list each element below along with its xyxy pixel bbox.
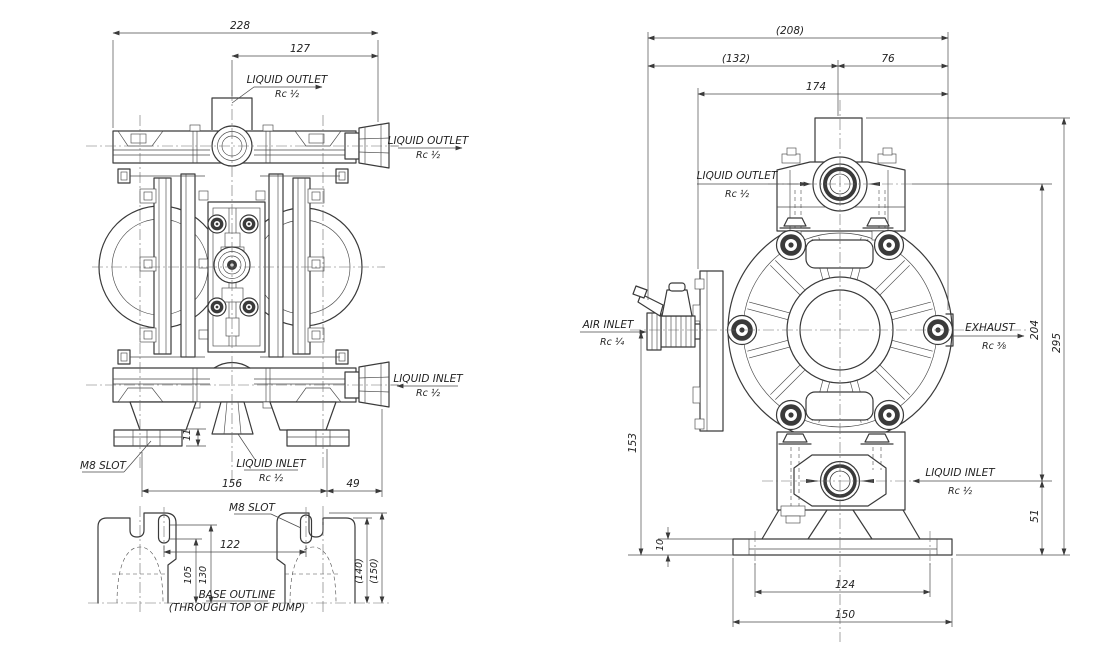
label-exhaust-2: Rc ⅜ bbox=[982, 341, 1007, 352]
base-outline-caption-2: (THROUGH TOP OF PUMP) bbox=[169, 602, 306, 614]
label-inlet-side-2: Rc ½ bbox=[416, 388, 441, 399]
side-view-body bbox=[98, 97, 390, 447]
dim-outlet-offset: 127 bbox=[290, 43, 310, 55]
base-outline-view: M8 SLOT 122 105 130 (140) (150) BASE OUT… bbox=[88, 502, 392, 614]
side-view-centerlines bbox=[86, 90, 398, 482]
dim-depth-b: (150) bbox=[369, 558, 380, 584]
dim-total-width: 228 bbox=[230, 20, 250, 32]
dim-foot-span: 156 bbox=[222, 478, 242, 490]
label-air-inlet-1: AIR INLET bbox=[582, 319, 635, 331]
base-outline-dimensions: M8 SLOT 122 105 130 (140) (150) BASE OUT… bbox=[163, 502, 387, 614]
side-view: 228 127 LIQUID OUTLET Rc ½ LIQUID OUTLET… bbox=[80, 20, 470, 497]
dim-slot-span: 122 bbox=[220, 539, 240, 551]
label-outlet-side-1: LIQUID OUTLET bbox=[388, 135, 470, 147]
dim-foot-height: 11 bbox=[182, 429, 193, 441]
dim-total-height: 295 bbox=[1051, 333, 1063, 353]
base-outline-body bbox=[88, 506, 392, 612]
label-outlet-top-1: LIQUID OUTLET bbox=[247, 74, 329, 86]
label-m8-slot-side: M8 SLOT bbox=[80, 460, 128, 472]
front-view-body bbox=[632, 117, 954, 556]
label-front-inlet-2: Rc ½ bbox=[948, 486, 973, 497]
base-outline-caption-1: BASE OUTLINE bbox=[199, 589, 276, 601]
dim-fitting-overhang: 49 bbox=[346, 478, 360, 490]
label-m8-slot-base: M8 SLOT bbox=[229, 502, 277, 514]
label-front-outlet-1: LIQUID OUTLET bbox=[697, 170, 779, 182]
dim-offset-b: 130 bbox=[198, 566, 209, 584]
label-inlet-bottom-1: LIQUID INLET bbox=[236, 458, 307, 470]
dim-port-spacing: 204 bbox=[1029, 320, 1041, 340]
dim-air-inlet-height: 153 bbox=[627, 433, 639, 453]
dim-flange-width: 174 bbox=[806, 81, 826, 93]
dim-base-thickness: 10 bbox=[655, 539, 666, 551]
dim-left-of-center: (132) bbox=[722, 53, 750, 65]
dim-offset-a: 105 bbox=[183, 566, 194, 584]
dim-base-bolt-span: 124 bbox=[835, 579, 855, 591]
front-view-dimensions: (208) (132) 76 174 204 51 295 153 10 bbox=[580, 25, 1070, 627]
dim-overall-width: (208) bbox=[776, 25, 804, 37]
label-front-outlet-2: Rc ½ bbox=[725, 189, 750, 200]
dim-base-width: 150 bbox=[835, 609, 855, 621]
label-exhaust-1: EXHAUST bbox=[965, 322, 1016, 334]
label-outlet-side-2: Rc ½ bbox=[416, 150, 441, 161]
dim-inlet-height: 51 bbox=[1029, 509, 1041, 522]
label-inlet-side-1: LIQUID INLET bbox=[393, 373, 464, 385]
dim-right-of-center: 76 bbox=[881, 53, 895, 65]
side-view-dimensions: 228 127 LIQUID OUTLET Rc ½ LIQUID OUTLET… bbox=[80, 20, 470, 497]
dim-depth-a: (140) bbox=[354, 558, 365, 584]
label-inlet-bottom-2: Rc ½ bbox=[259, 473, 284, 484]
label-air-inlet-2: Rc ¼ bbox=[600, 337, 625, 348]
label-outlet-top-2: Rc ½ bbox=[275, 89, 300, 100]
front-view: (208) (132) 76 174 204 51 295 153 10 bbox=[580, 25, 1070, 642]
label-front-inlet-1: LIQUID INLET bbox=[925, 467, 996, 479]
